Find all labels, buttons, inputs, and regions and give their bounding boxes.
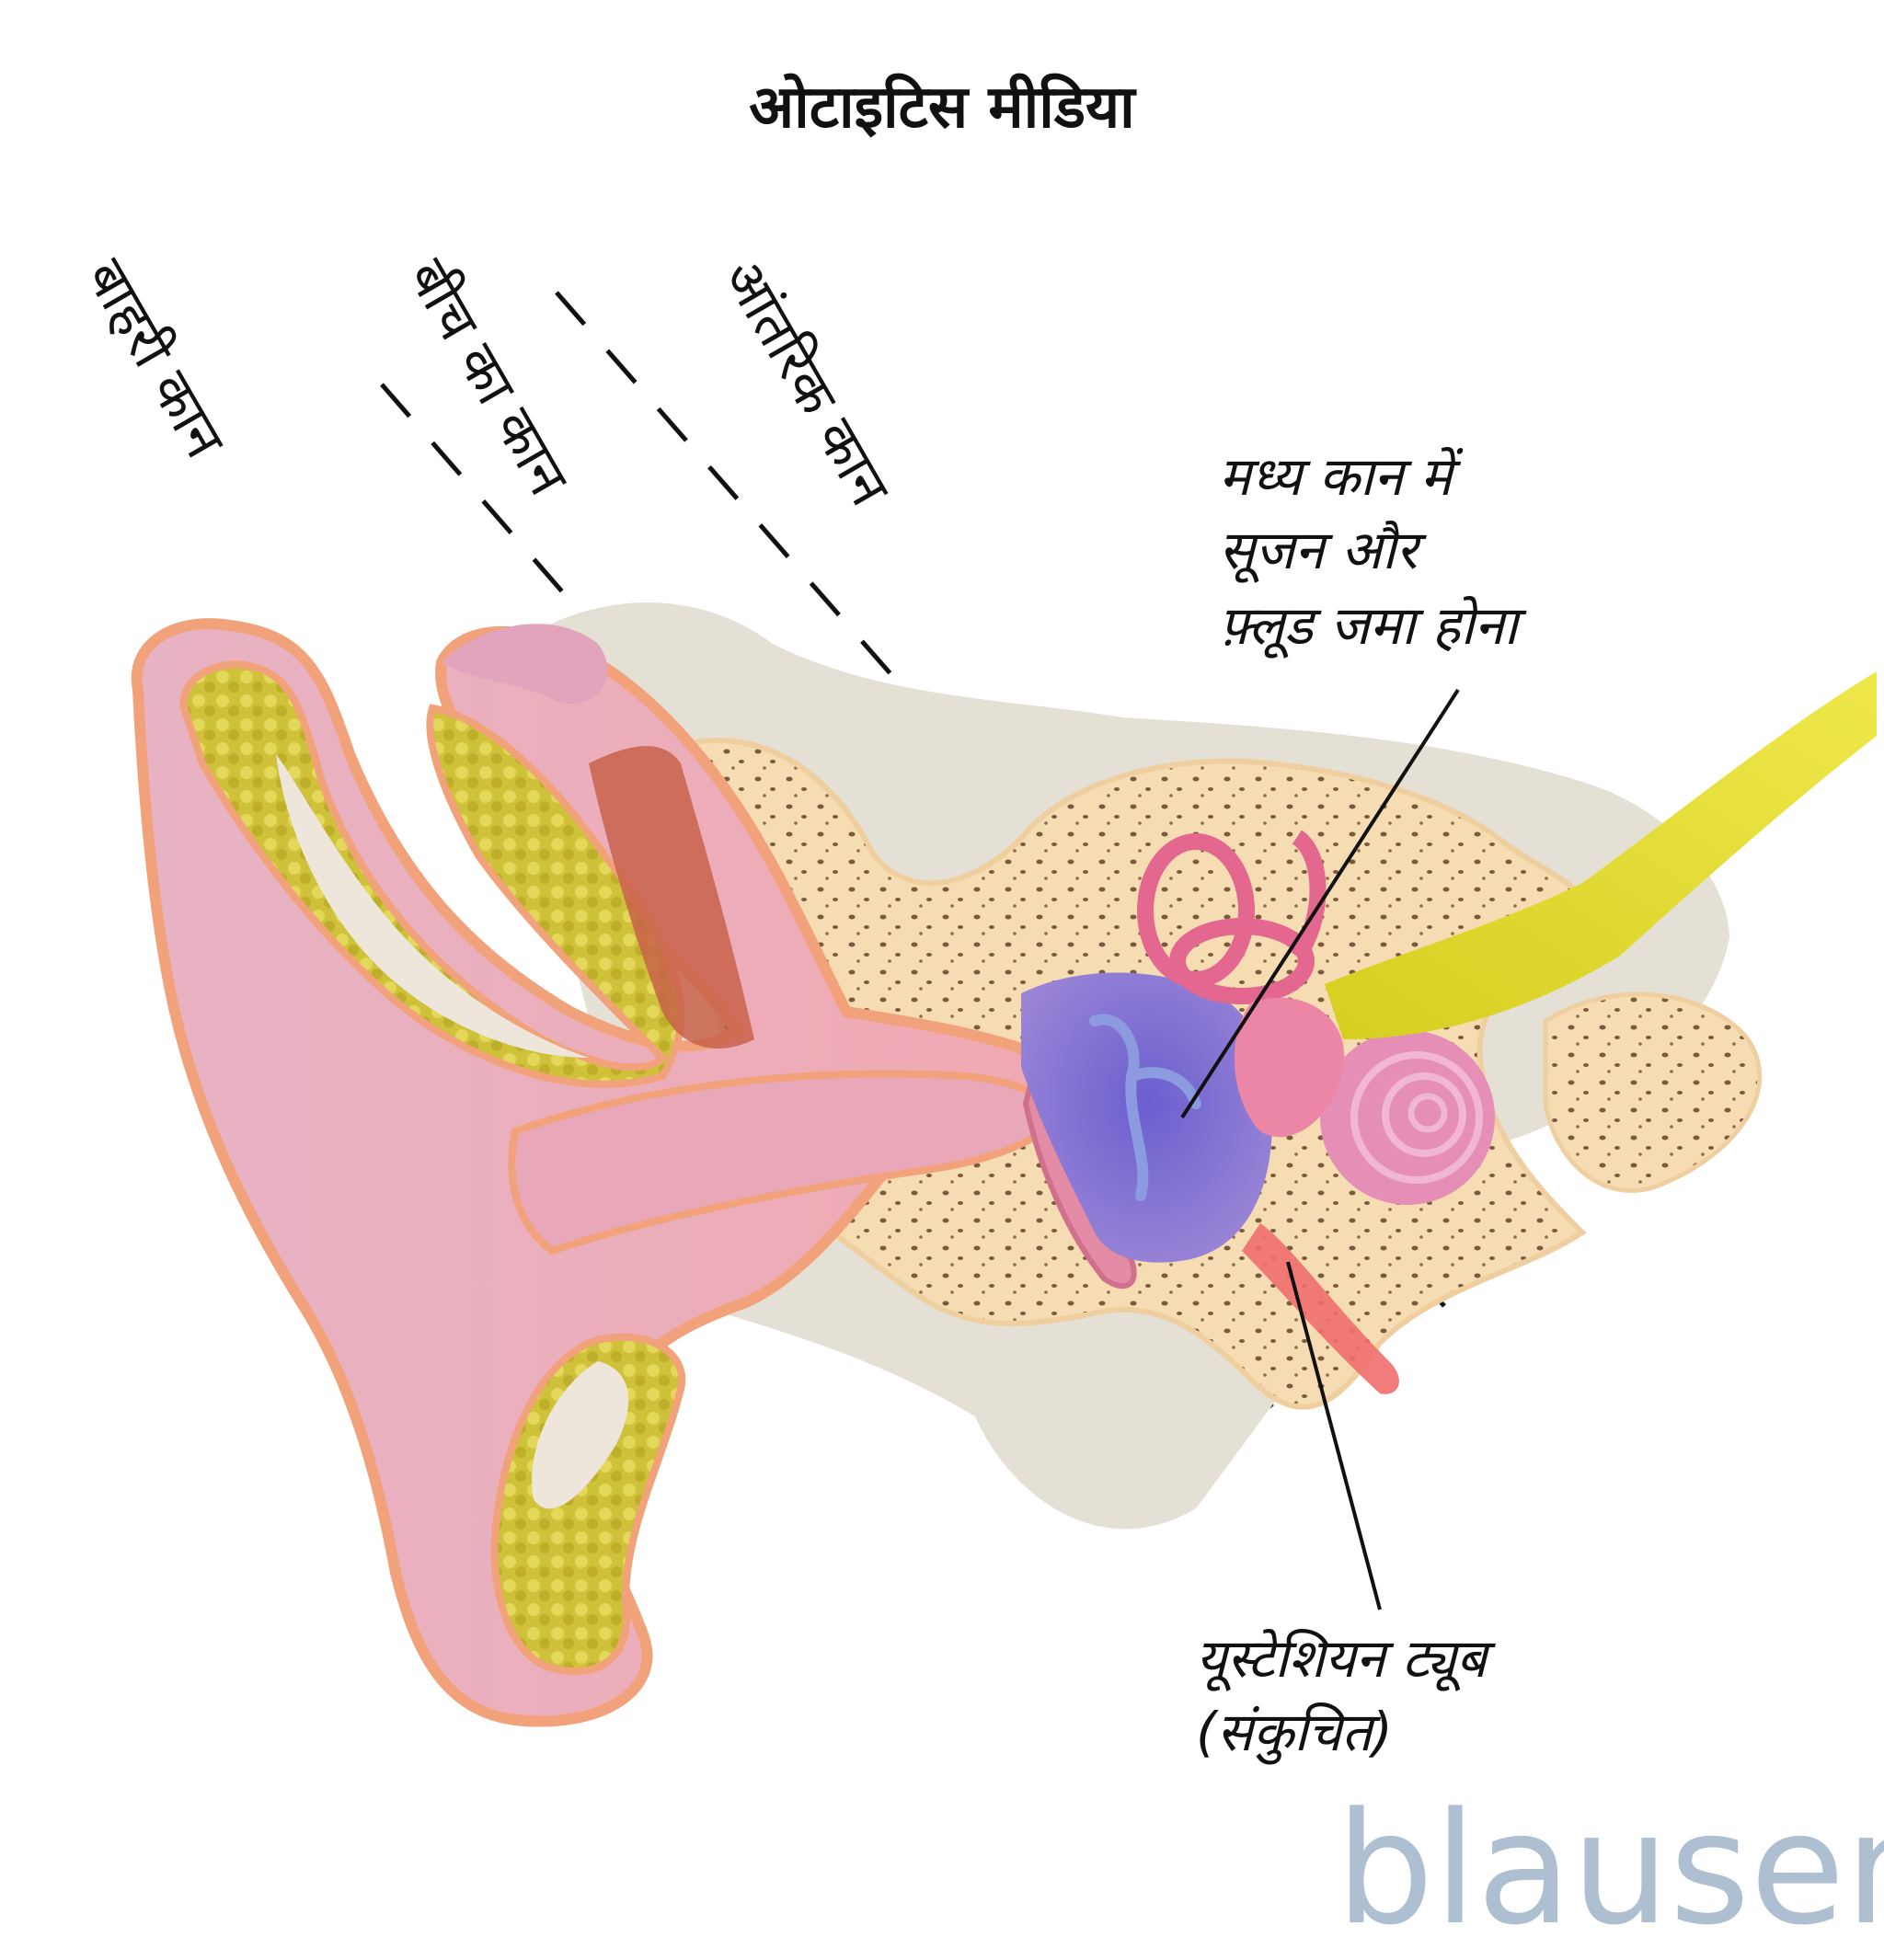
callout-tube-line-2: (संकुचित) [1196,1701,1393,1765]
callout-fluid-leader [1180,688,1460,1119]
ossicle-chain [1089,1014,1201,1201]
callout-fluid: मध्य कान में सूजन और फ़्लूड जमा होना [1180,445,1527,1119]
label-outer-ear: बाहरी कान [73,249,237,471]
auricular-muscle [589,746,754,1049]
middle-ear-fluid [1021,972,1273,1263]
semicircular-canals [1137,830,1327,1004]
callout-tube-leader [1286,1261,1382,1610]
callout-eustachian-tube: यूस्टेशियन ट्यूब (संकुचित) [1196,1261,1496,1765]
helix-fold [442,624,608,705]
auditory-nerve [1325,671,1877,1039]
callout-fluid-line-1: मध्य कान में [1219,445,1464,508]
callout-fluid-line-3: फ़्लूड जमा होना [1219,594,1527,659]
cartilage-white-lower [532,1361,629,1509]
auricle-cartilage-lower [490,1333,686,1676]
eustachian-tube [1242,1223,1399,1394]
label-inner-ear: आंतरिक कान [710,249,902,519]
diagram-title: ओटाइटिस मीडिया [749,73,1137,142]
ear-canal [508,1070,1063,1255]
callout-tube-line-1: यूस्टेशियन ट्यूब [1196,1627,1496,1691]
mastoid-bone [1543,991,1762,1193]
cartilage-white-upper [276,754,589,1058]
cochlea [1320,1030,1495,1205]
ear-illustration [131,602,1877,1727]
callout-fluid-line-2: सूजन और [1219,519,1427,583]
blausen-logo: blausen [1336,1779,1884,1959]
vestibule [1234,997,1345,1138]
label-middle-ear: बीच का कान [395,249,581,508]
auricle-cartilage-upper [179,660,685,1088]
